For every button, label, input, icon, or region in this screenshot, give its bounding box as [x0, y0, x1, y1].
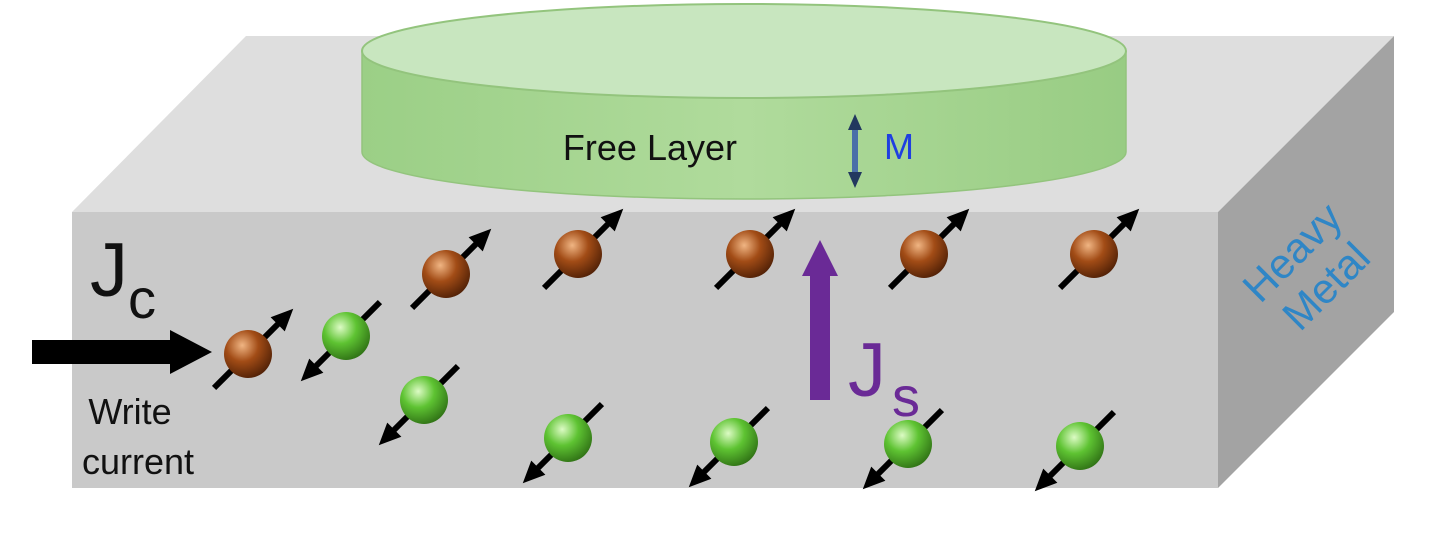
spin-down-electron: [688, 405, 771, 488]
charge-current-symbol: J: [90, 228, 128, 313]
slab-side-face: [1218, 36, 1394, 488]
spin-up-sphere: [1070, 230, 1118, 278]
write-current-label-line1: Write: [88, 391, 171, 432]
spin-down-sphere: [710, 418, 758, 466]
spin-down-arrowhead: [522, 460, 546, 484]
spin-down-arrowhead: [300, 358, 324, 382]
spin-down-sphere: [322, 312, 370, 360]
spin-up-arrowhead: [946, 208, 970, 232]
spin-down-sphere: [544, 414, 592, 462]
spin-down-electron: [1034, 409, 1117, 492]
spin-down-sphere: [1056, 422, 1104, 470]
spin-down-arrowhead: [1034, 468, 1058, 492]
spin-up-electron: [1057, 208, 1140, 291]
free-layer-label: Free Layer: [563, 127, 737, 168]
spin-down-electron: [300, 299, 383, 382]
spin-up-arrowhead: [468, 228, 492, 252]
spin-up-arrowhead: [1116, 208, 1140, 232]
spin-up-electron: [409, 228, 492, 311]
spin-up-sphere: [422, 250, 470, 298]
charge-current-subscript: c: [128, 267, 156, 330]
spin-up-arrowhead: [600, 208, 624, 232]
spin-up-sphere: [224, 330, 272, 378]
spin-down-arrowhead: [378, 422, 402, 446]
spin-down-electron: [862, 407, 945, 490]
spin-up-electron: [887, 208, 970, 291]
spin-down-sphere: [884, 420, 932, 468]
spin-up-arrowhead: [270, 308, 294, 332]
spin-up-arrowhead: [772, 208, 796, 232]
spin-up-electron: [713, 208, 796, 291]
spin-up-sphere: [554, 230, 602, 278]
spin-current-arrow: [802, 240, 838, 400]
electrons-layer: [211, 208, 1140, 492]
free-layer-disk: [361, 3, 1127, 200]
spin-down-arrowhead: [688, 464, 712, 488]
spin-down-electron: [522, 401, 605, 484]
spin-up-electron: [541, 208, 624, 291]
spin-up-sphere: [726, 230, 774, 278]
spin-current-symbol: J: [848, 328, 886, 413]
magnetization-arrow: [848, 114, 862, 188]
free-layer-top: [361, 3, 1127, 99]
write-current-label-line2: current: [82, 441, 194, 482]
spin-current-subscript: s: [892, 365, 920, 428]
spin-down-sphere: [400, 376, 448, 424]
spin-down-arrowhead: [862, 466, 886, 490]
spin-down-electron: [378, 363, 461, 446]
magnetization-label: M: [884, 126, 914, 167]
spin-up-electron: [211, 308, 294, 391]
write-current-arrow: [32, 330, 212, 374]
spin-up-sphere: [900, 230, 948, 278]
